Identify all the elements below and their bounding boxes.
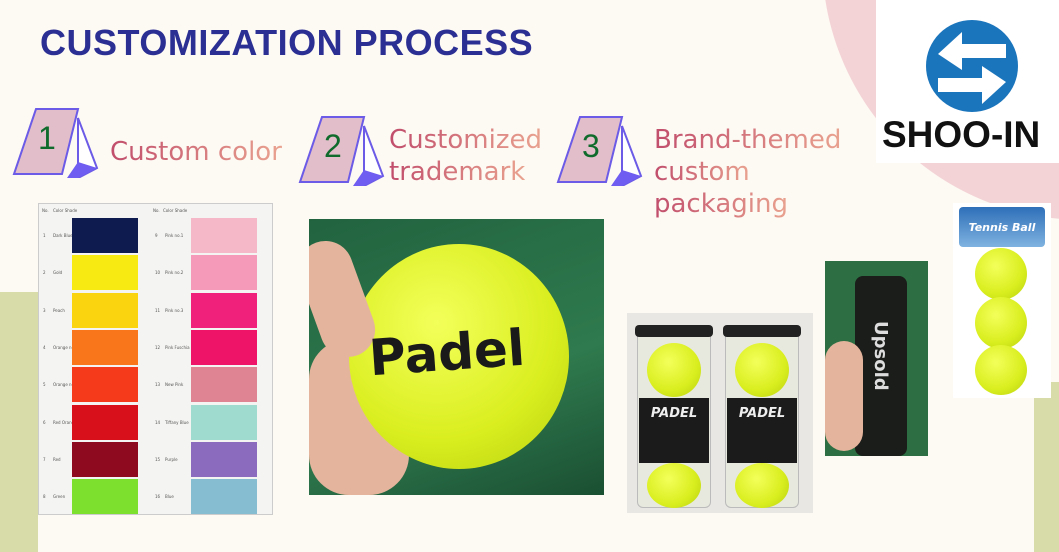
- tennis-ball: [647, 463, 701, 508]
- step-label-line: trademark: [389, 157, 526, 187]
- tube-label: PADEL: [639, 398, 709, 463]
- tube-cap: [635, 325, 713, 337]
- color-number: 4: [43, 344, 46, 350]
- color-swatch: [191, 367, 257, 403]
- color-swatch: [72, 479, 138, 514]
- step-tent-icon: [298, 116, 385, 186]
- tennis-ball: [647, 343, 701, 397]
- tube-label: PADEL: [727, 398, 797, 463]
- step-label-line: Customized: [389, 125, 542, 155]
- color-name: Tiffany Blue: [165, 419, 189, 425]
- color-number: 7: [43, 456, 46, 462]
- color-number: 8: [43, 494, 46, 500]
- color-name: Pink no.2: [165, 270, 184, 276]
- step-label: Custom color: [110, 137, 282, 167]
- color-swatch: [72, 441, 138, 477]
- color-swatch: [191, 441, 257, 477]
- blister-pack-photo: Tennis Ball: [953, 203, 1051, 398]
- color-swatch: [191, 292, 257, 328]
- trademark-ball-photo: Padel: [309, 219, 604, 495]
- color-name: Dark Blue: [53, 233, 73, 238]
- branded-can-photo: Upsold: [825, 261, 928, 456]
- color-name: Green: [53, 494, 66, 500]
- color-swatch: [72, 329, 138, 365]
- color-number: 12: [155, 344, 161, 350]
- color-number: 9: [155, 233, 158, 238]
- color-swatch: [72, 255, 138, 291]
- tennis-ball: [975, 345, 1027, 395]
- hand: [825, 341, 863, 451]
- color-swatch: [72, 367, 138, 403]
- color-name: New Pink: [165, 382, 184, 388]
- color-swatch: [191, 479, 257, 514]
- color-name: Red: [53, 456, 61, 462]
- logo-text: SHOO-IN: [882, 114, 1041, 155]
- step-label-line: custom: [654, 157, 750, 187]
- color-swatch: [72, 218, 138, 253]
- decorative-strip-left: [0, 292, 38, 552]
- tennis-ball: [975, 297, 1027, 349]
- color-swatch: [191, 404, 257, 440]
- color-number: 6: [43, 419, 46, 425]
- color-number: 14: [155, 419, 161, 425]
- page-title: CUSTOMIZATION PROCESS: [40, 22, 534, 63]
- step-tent-icon: [556, 116, 643, 186]
- padel-tubes-photo: PADEL PADEL: [627, 313, 813, 513]
- tennis-ball: [349, 244, 569, 469]
- decorative-strip-right: [1034, 382, 1059, 552]
- tennis-ball: [975, 248, 1027, 300]
- color-swatch: [72, 292, 138, 328]
- color-number: 3: [43, 307, 46, 313]
- color-name: Pink Fuschia: [165, 344, 190, 350]
- ball-trademark-text: Padel: [367, 318, 527, 388]
- header-no: No.: [42, 208, 49, 213]
- company-logo: SHOO-IN: [876, 0, 1059, 163]
- step-number: 3: [582, 128, 600, 164]
- step-number: 2: [324, 128, 342, 164]
- step-label-line: Brand-themed: [654, 125, 842, 155]
- color-swatch: [72, 404, 138, 440]
- color-number: 15: [155, 456, 161, 462]
- pack-header: Tennis Ball: [959, 207, 1045, 247]
- logo-arrows-icon: [926, 20, 1018, 112]
- color-name: Purple: [165, 456, 178, 462]
- header-color-shade: Color Shade: [53, 208, 78, 213]
- color-number: 11: [155, 307, 161, 313]
- tube-cap: [723, 325, 801, 337]
- color-name: Pink no.1: [165, 233, 184, 238]
- header-no: No.: [153, 208, 160, 213]
- color-swatch: [191, 329, 257, 365]
- header-color-shade: Color Shade: [163, 208, 188, 213]
- color-swatch: [191, 218, 257, 253]
- color-number: 13: [155, 382, 161, 388]
- color-name: Red Orange: [53, 419, 77, 425]
- color-number: 10: [155, 270, 161, 276]
- color-name: Pink no.3: [165, 307, 184, 313]
- tennis-ball: [735, 463, 789, 508]
- color-name: Blue: [165, 494, 174, 500]
- can-brand-text: Upsold: [870, 321, 891, 391]
- color-chart-photo: No. Color Shade No. Color Shade 1 Dark Bl…: [38, 203, 273, 515]
- color-number: 1: [43, 233, 46, 238]
- color-name: Orange no.2: [53, 382, 78, 388]
- color-name: Gold: [53, 270, 63, 276]
- color-number: 2: [43, 270, 46, 276]
- tennis-ball: [735, 343, 789, 397]
- step-label-line: packaging: [654, 189, 788, 219]
- ball-can: [855, 276, 907, 456]
- color-name: Peach: [53, 307, 65, 313]
- color-number: 5: [43, 382, 46, 388]
- color-name: Orange no.1: [53, 344, 78, 350]
- step-tent-icon: [12, 108, 99, 178]
- color-swatch: [191, 255, 257, 291]
- step-number: 1: [38, 120, 56, 156]
- color-number: 16: [155, 494, 161, 500]
